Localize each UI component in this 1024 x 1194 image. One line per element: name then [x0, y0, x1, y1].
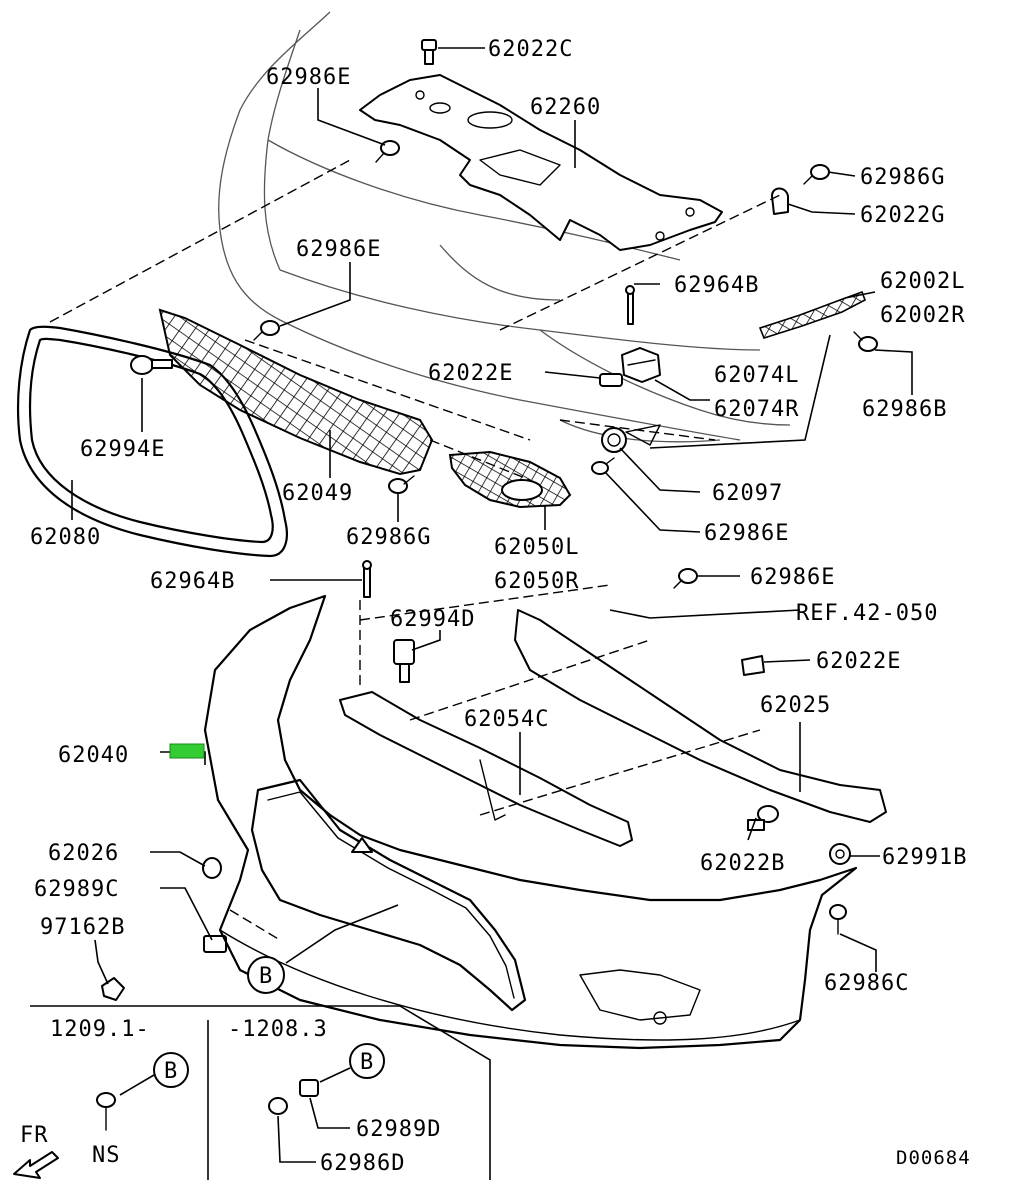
- bracket-62074: [621, 347, 661, 383]
- inset-right-range: -1208.3: [228, 1017, 328, 1042]
- inset-62989D-part: [299, 1079, 319, 1097]
- label-62022E-a: 62022E: [428, 361, 513, 386]
- fastener-62994D: [393, 639, 415, 683]
- label-62986D: 62986D: [320, 1151, 405, 1176]
- fastener-62986C: [829, 904, 847, 935]
- inset-left-screw: [96, 1092, 116, 1108]
- fastener-97162B: [101, 977, 125, 1001]
- highlight-marker: [169, 743, 205, 759]
- fastener-62991B: [829, 843, 851, 865]
- label-62989D: 62989D: [356, 1117, 441, 1142]
- clip-62097: [601, 424, 661, 453]
- bumper-cover-62040: [203, 594, 858, 1050]
- label-62986E-c: 62986E: [704, 521, 789, 546]
- fastener-62022C: [421, 39, 437, 65]
- label-62994E: 62994E: [80, 437, 165, 462]
- label-62986E-b: 62986E: [296, 237, 381, 262]
- label-62986B: 62986B: [862, 397, 947, 422]
- label-62991B: 62991B: [882, 845, 967, 870]
- label-62964B-a: 62964B: [674, 273, 759, 298]
- callout-b-main: B: [247, 956, 285, 994]
- label-62049: 62049: [282, 481, 353, 506]
- label-62986C: 62986C: [824, 971, 909, 996]
- fastener-62986B: [853, 331, 878, 352]
- side-reflector-62002: [758, 290, 866, 339]
- label-62040: 62040: [58, 743, 129, 768]
- label-62097: 62097: [712, 481, 783, 506]
- fastener-62986E-b: [253, 320, 280, 341]
- vehicle-body-outline: [218, 11, 791, 443]
- fastener-62026: [202, 857, 222, 879]
- inset-left-range: 1209.1-: [50, 1017, 150, 1042]
- inset-panel: 1209.1- -1208.3 B NS B 62989D 62986D FR …: [13, 1005, 971, 1180]
- fastener-62994E: [130, 355, 173, 375]
- front-direction-arrow-icon: [13, 1151, 59, 1179]
- label-62080: 62080: [30, 525, 101, 550]
- lower-grille-62049: [158, 308, 434, 476]
- label-ref-42-050: REF.42-050: [796, 601, 938, 626]
- assembly-guides: [49, 159, 781, 941]
- direction-label: FR: [20, 1123, 49, 1148]
- label-62964B-b: 62964B: [150, 569, 235, 594]
- fastener-62964B-b: [362, 560, 372, 598]
- label-62260: 62260: [530, 95, 601, 120]
- label-62994D: 62994D: [390, 607, 475, 632]
- fastener-62989C: [203, 935, 227, 953]
- label-62026: 62026: [48, 841, 119, 866]
- label-62050R: 62050R: [494, 569, 579, 594]
- callout-b-main-label: B: [259, 964, 273, 989]
- label-62022G: 62022G: [860, 203, 945, 228]
- label-62050L: 62050L: [494, 535, 579, 560]
- absorber-62025: [514, 609, 887, 823]
- inset-right-callout: B: [360, 1050, 374, 1075]
- fog-cover-62050: [448, 450, 572, 509]
- label-62002R: 62002R: [880, 303, 965, 328]
- label-62002L: 62002L: [880, 269, 965, 294]
- grille-frame-62080: [16, 325, 288, 558]
- label-62986E-d: 62986E: [750, 565, 835, 590]
- label-62986E-a: 62986E: [266, 65, 351, 90]
- fastener-62986G-b: [388, 475, 415, 494]
- label-62022C: 62022C: [488, 37, 573, 62]
- label-62054C: 62054C: [464, 707, 549, 732]
- fastener-62986E-d: [673, 568, 698, 589]
- fastener-62986G-a: [803, 164, 830, 185]
- label-62074R: 62074R: [714, 397, 799, 422]
- inset-ns-label: NS: [92, 1143, 121, 1168]
- label-62989C: 62989C: [34, 877, 119, 902]
- fastener-62022G: [771, 187, 789, 215]
- fastener-62022E-a: [599, 373, 623, 387]
- label-97162B: 97162B: [40, 915, 125, 940]
- label-62986G-b: 62986G: [346, 525, 431, 550]
- label-62022B: 62022B: [700, 851, 785, 876]
- label-62074L: 62074L: [714, 363, 799, 388]
- inset-62986D-part: [268, 1097, 288, 1115]
- part-labels: 62022C 62986E 62260 62986G 62022G 62986E…: [30, 37, 967, 996]
- label-62025: 62025: [760, 693, 831, 718]
- fasteners: [101, 39, 878, 1001]
- leader-lines: [71, 47, 913, 985]
- inset-left-callout: B: [164, 1059, 178, 1084]
- fastener-62964B-a: [625, 285, 635, 325]
- upper-bar-62260: [359, 74, 723, 251]
- fastener-62986E-c: [591, 457, 615, 475]
- fastener-62022E-b: [741, 655, 765, 676]
- label-62986G-a: 62986G: [860, 165, 945, 190]
- diagram-code: D00684: [896, 1147, 971, 1169]
- fastener-62986E-a: [375, 140, 400, 163]
- label-62022E-b: 62022E: [816, 649, 901, 674]
- lower-bracket-62054C: [339, 691, 633, 847]
